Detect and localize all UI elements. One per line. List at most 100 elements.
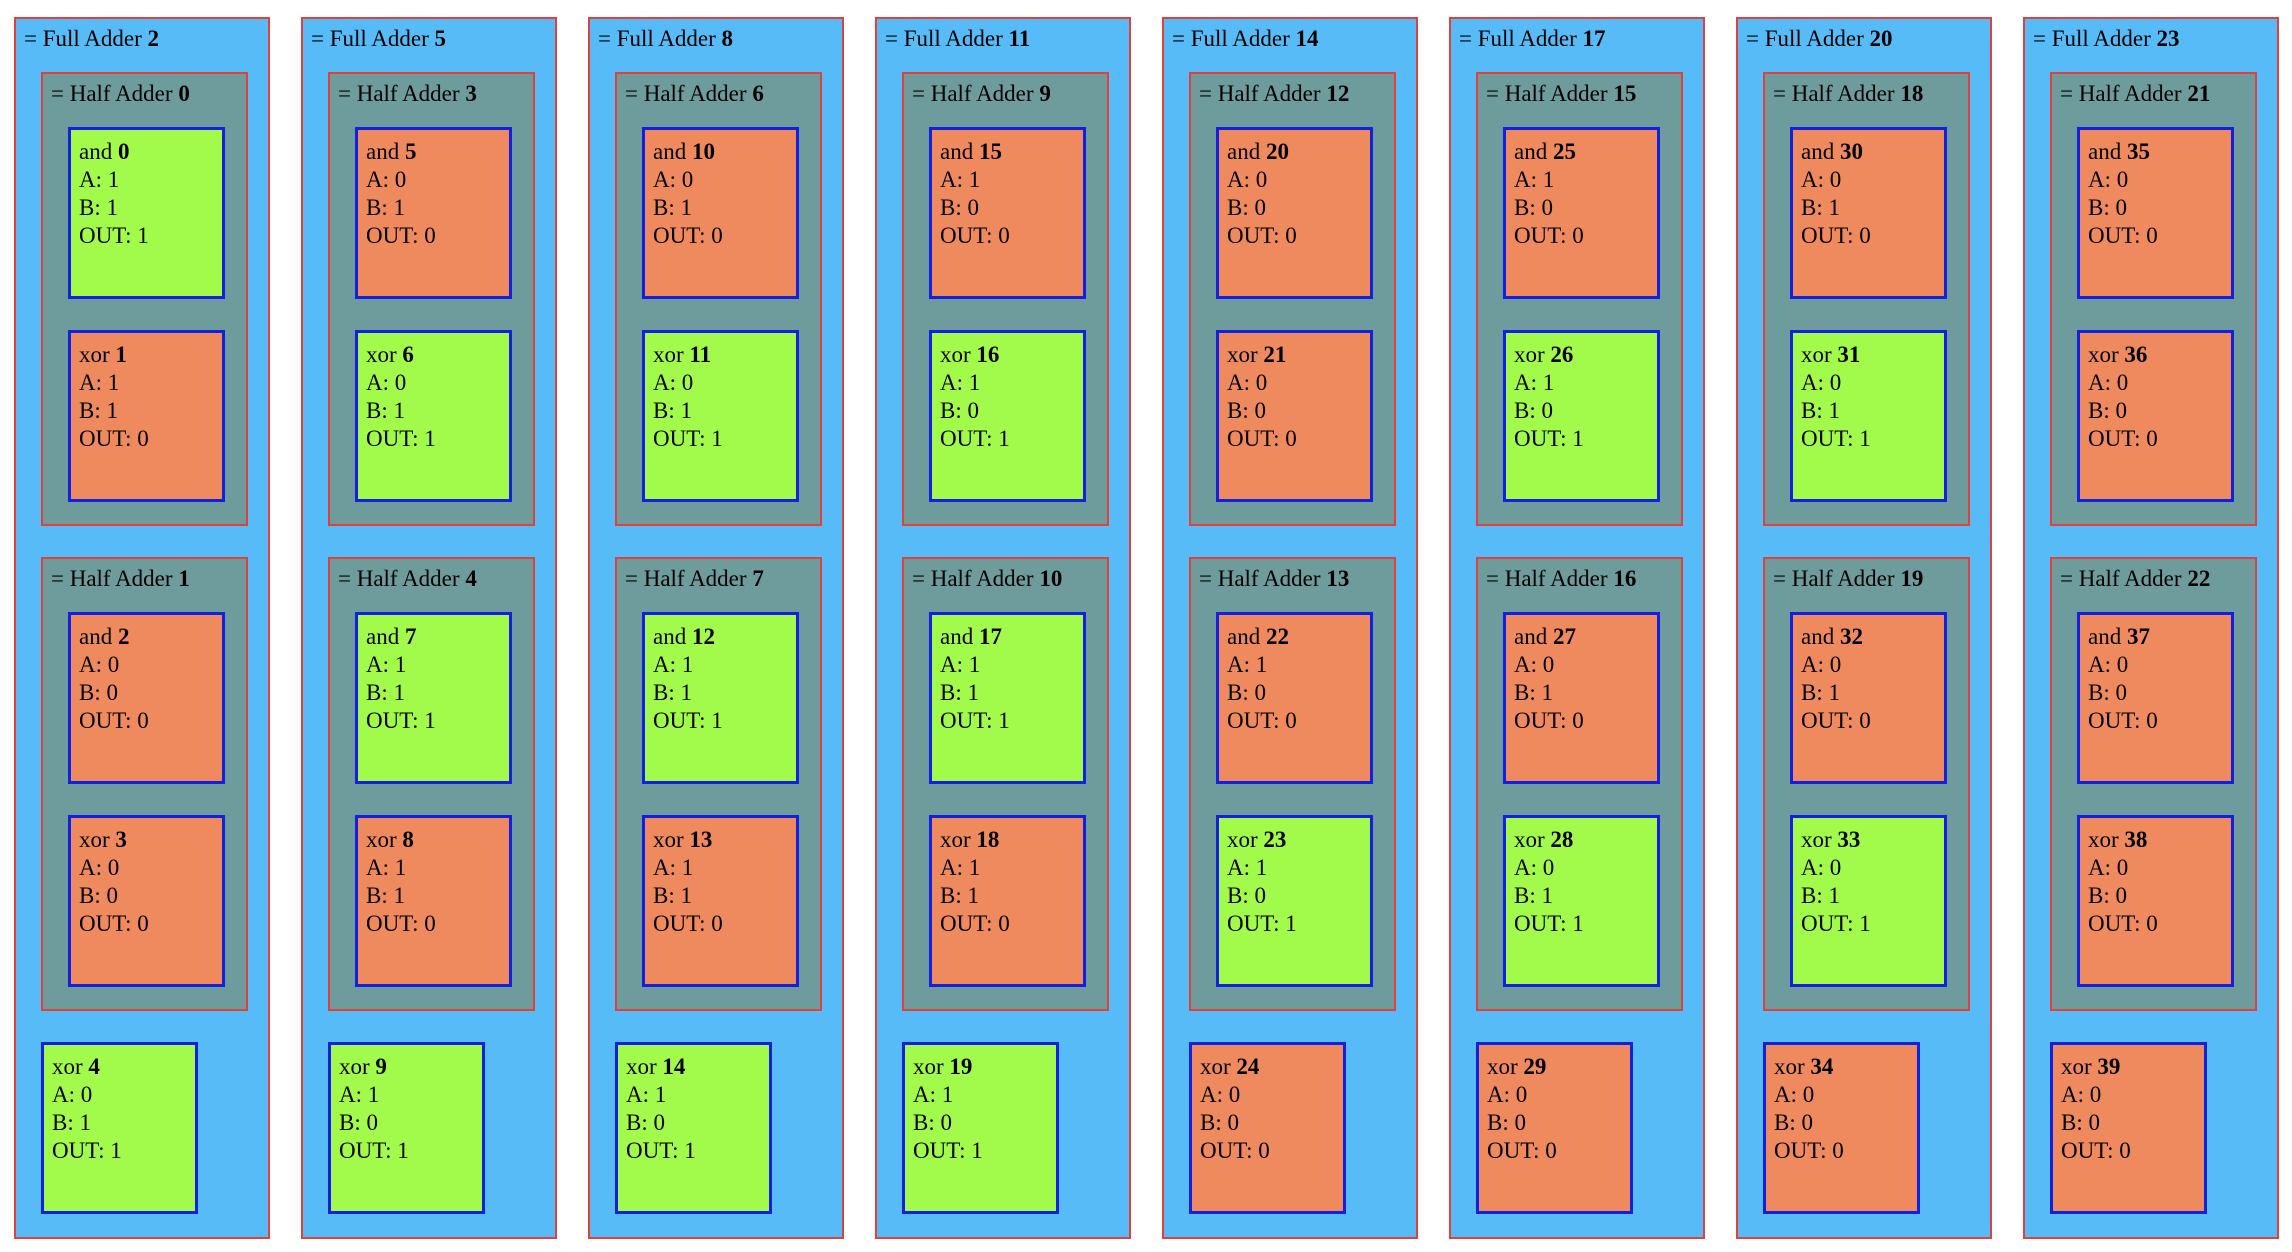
output-value: 1 bbox=[424, 708, 436, 733]
gate-header: and 12 bbox=[653, 623, 796, 651]
input-a-value: 0 bbox=[394, 370, 407, 395]
input-b-line: B: 0 bbox=[2088, 882, 2231, 910]
output-value: 1 bbox=[1572, 911, 1584, 936]
input-b-value: 1 bbox=[680, 680, 692, 705]
input-b-label: B: bbox=[1801, 195, 1823, 220]
gate-type: xor bbox=[653, 827, 684, 852]
output-value: 0 bbox=[137, 426, 149, 451]
output-value: 0 bbox=[1859, 223, 1871, 248]
output-label: OUT: bbox=[653, 223, 706, 248]
gate-type: and bbox=[1514, 624, 1548, 649]
input-b-value: 1 bbox=[1828, 883, 1840, 908]
input-a-value: 1 bbox=[941, 1082, 954, 1107]
input-a-label: A: bbox=[1514, 652, 1537, 677]
gate-type: and bbox=[79, 624, 113, 649]
gate-id: 30 bbox=[1839, 139, 1863, 164]
gate-header: xor 29 bbox=[1487, 1053, 1630, 1081]
input-b-value: 1 bbox=[680, 195, 692, 220]
output-line: OUT: 0 bbox=[1227, 425, 1370, 453]
half-adder-title: = Half Adder 10 bbox=[912, 565, 1062, 593]
input-b-value: 0 bbox=[2115, 680, 2127, 705]
output-value: 0 bbox=[2119, 1138, 2131, 1163]
input-b-label: B: bbox=[626, 1110, 648, 1135]
input-a-line: A: 0 bbox=[52, 1081, 195, 1109]
half-adder-title-id: 12 bbox=[1326, 81, 1350, 106]
gate-id: 1 bbox=[115, 342, 127, 367]
output-label: OUT: bbox=[2061, 1138, 2114, 1163]
gate-header: xor 31 bbox=[1801, 341, 1944, 369]
input-a-label: A: bbox=[1801, 167, 1824, 192]
input-a-value: 1 bbox=[1542, 370, 1555, 395]
output-line: OUT: 0 bbox=[1227, 707, 1370, 735]
input-b-label: B: bbox=[366, 398, 388, 423]
output-line: OUT: 0 bbox=[1487, 1137, 1630, 1165]
output-line: OUT: 1 bbox=[653, 707, 796, 735]
input-b-line: B: 0 bbox=[940, 194, 1083, 222]
input-a-value: 0 bbox=[681, 167, 694, 192]
gate-header: xor 24 bbox=[1200, 1053, 1343, 1081]
full-adder-title: = Full Adder 23 bbox=[2033, 25, 2180, 53]
gate-header: and 5 bbox=[366, 138, 509, 166]
input-b-value: 0 bbox=[2115, 195, 2127, 220]
full-adder-title-label: = Full Adder bbox=[1172, 26, 1290, 51]
full-adder-title-id: 23 bbox=[2156, 26, 2180, 51]
gate-id: 18 bbox=[976, 827, 1000, 852]
gate-header: and 37 bbox=[2088, 623, 2231, 651]
gate-type: xor bbox=[940, 342, 971, 367]
half-adder-title-id: 7 bbox=[752, 566, 764, 591]
input-a-label: A: bbox=[1801, 652, 1824, 677]
input-b-value: 1 bbox=[680, 883, 692, 908]
input-a-line: A: 1 bbox=[1514, 369, 1657, 397]
input-a-line: A: 0 bbox=[1774, 1081, 1917, 1109]
input-a-line: A: 0 bbox=[653, 166, 796, 194]
full-adder-title-id: 17 bbox=[1582, 26, 1606, 51]
gate-id: 26 bbox=[1550, 342, 1574, 367]
input-b-line: B: 1 bbox=[366, 882, 509, 910]
output-line: OUT: 0 bbox=[79, 910, 222, 938]
gate-id: 8 bbox=[402, 827, 414, 852]
input-b-label: B: bbox=[1487, 1110, 1509, 1135]
input-a-value: 0 bbox=[1515, 1082, 1528, 1107]
gate-id: 32 bbox=[1839, 624, 1863, 649]
half-adder-title-label: = Half Adder bbox=[1199, 566, 1321, 591]
half-adder-title-id: 22 bbox=[2187, 566, 2211, 591]
input-b-line: B: 0 bbox=[79, 679, 222, 707]
gate-type: xor bbox=[366, 827, 397, 852]
output-value: 0 bbox=[1832, 1138, 1844, 1163]
input-b-line: B: 0 bbox=[2061, 1109, 2204, 1137]
input-a-label: A: bbox=[1514, 370, 1537, 395]
input-a-label: A: bbox=[366, 652, 389, 677]
gate-id: 21 bbox=[1263, 342, 1287, 367]
half-adder-title: = Half Adder 0 bbox=[51, 80, 190, 108]
input-a-line: A: 0 bbox=[2088, 854, 2231, 882]
input-a-label: A: bbox=[940, 370, 963, 395]
gate-type: xor bbox=[79, 342, 110, 367]
input-a-label: A: bbox=[1514, 167, 1537, 192]
half-adder-title-id: 1 bbox=[178, 566, 190, 591]
input-a-value: 0 bbox=[2116, 855, 2129, 880]
full-adder-title: = Full Adder 11 bbox=[885, 25, 1030, 53]
input-b-line: B: 1 bbox=[366, 679, 509, 707]
output-line: OUT: 0 bbox=[79, 425, 222, 453]
input-a-value: 1 bbox=[654, 1082, 667, 1107]
input-a-value: 1 bbox=[968, 370, 981, 395]
full-adder-title-label: = Full Adder bbox=[598, 26, 716, 51]
gate-id: 36 bbox=[2124, 342, 2148, 367]
input-a-value: 1 bbox=[968, 167, 981, 192]
input-b-value: 0 bbox=[653, 1110, 665, 1135]
output-label: OUT: bbox=[1487, 1138, 1540, 1163]
output-value: 1 bbox=[1285, 911, 1297, 936]
output-label: OUT: bbox=[1227, 911, 1280, 936]
half-adder-title-id: 10 bbox=[1039, 566, 1063, 591]
gate-type: xor bbox=[1514, 827, 1545, 852]
input-a-label: A: bbox=[366, 167, 389, 192]
input-b-label: B: bbox=[913, 1110, 935, 1135]
input-a-value: 1 bbox=[681, 652, 694, 677]
